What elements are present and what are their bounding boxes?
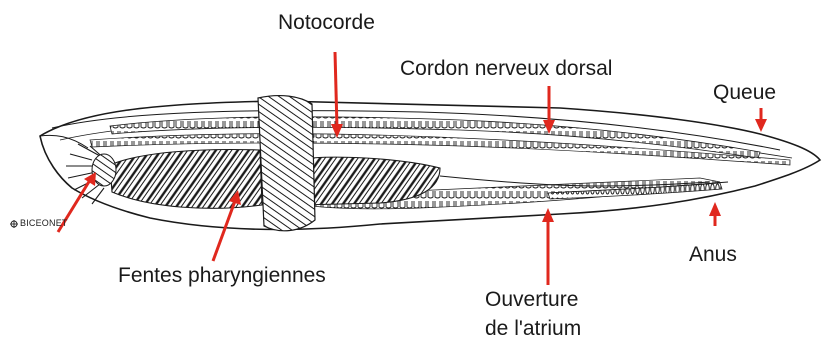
watermark-text: BICEONET [20, 218, 68, 228]
arrow-notochord [335, 52, 337, 128]
label-atrium-opening-line1: Ouverture [485, 287, 578, 313]
label-pharyngeal-slits: Fentes pharyngiennes [118, 263, 326, 289]
label-notochord: Notocorde [278, 10, 375, 36]
label-tail: Queue [713, 80, 776, 106]
label-atrium-opening-line2: de l'atrium [485, 316, 581, 342]
watermark-logo [10, 220, 18, 228]
label-anus: Anus [689, 242, 737, 268]
label-dorsal-nerve-cord: Cordon nerveux dorsal [400, 56, 612, 82]
